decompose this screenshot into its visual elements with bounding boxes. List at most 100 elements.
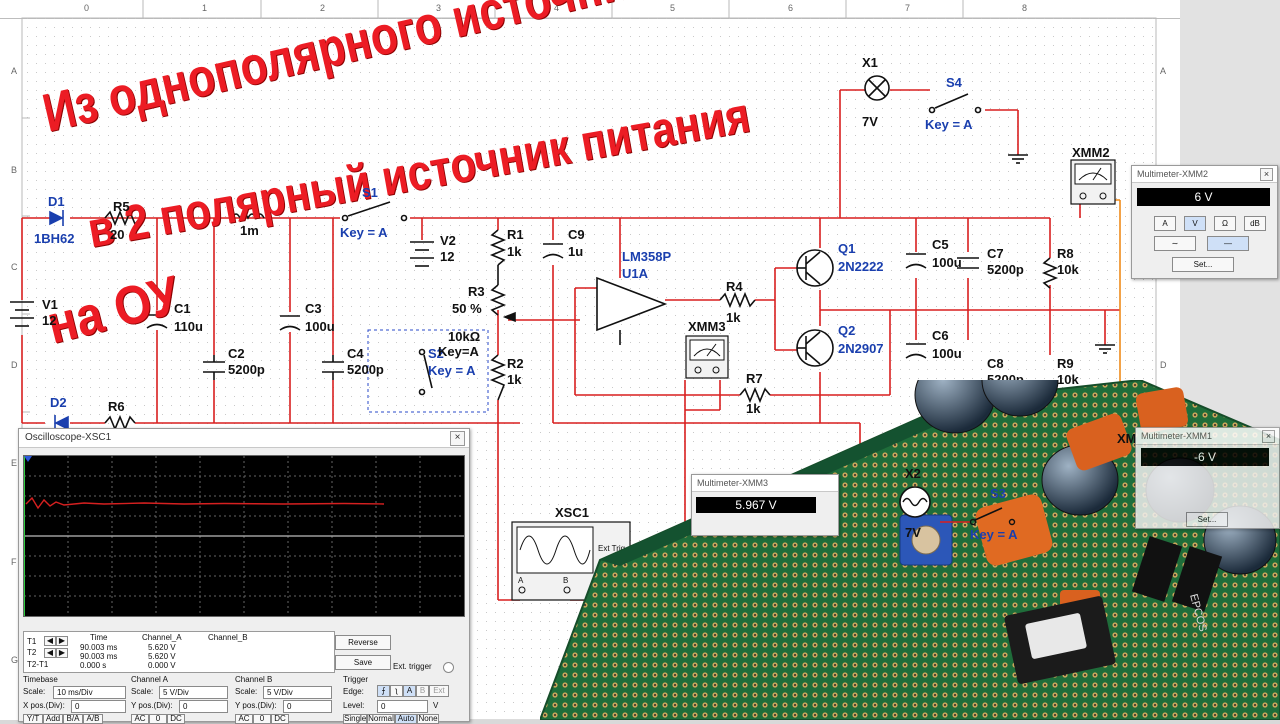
label-r8: R8 bbox=[1057, 246, 1074, 261]
save-button[interactable]: Save bbox=[335, 655, 391, 670]
label-d1-model: 1BH62 bbox=[34, 231, 75, 246]
oscilloscope-titlebar[interactable]: Oscilloscope-XSC1 × bbox=[19, 429, 469, 448]
readout-t2-time: 90.003 ms bbox=[80, 652, 118, 661]
multimeter-xmm3-window[interactable]: Multimeter-XMM3 5.967 V bbox=[691, 474, 839, 536]
channel-a-zero-button[interactable]: 0 bbox=[149, 714, 167, 724]
oscilloscope-window[interactable]: Oscilloscope-XSC1 × Time Channel_A Chann… bbox=[18, 428, 470, 724]
readout-table: Time Channel_A Channel_B T1 90.003 ms 5.… bbox=[23, 631, 335, 673]
label-c1-val: 110u bbox=[174, 319, 203, 334]
label-s2-key: Key = A bbox=[428, 363, 476, 378]
falling-edge-icon[interactable]: ʅ bbox=[390, 685, 403, 697]
readout-header-chb: Channel_B bbox=[208, 633, 248, 642]
channel-b-zero-button[interactable]: 0 bbox=[253, 714, 271, 724]
mm2-set-button[interactable]: Set... bbox=[1172, 257, 1234, 272]
label-r9: R9 bbox=[1057, 356, 1074, 371]
channel-a-ac-button[interactable]: AC bbox=[131, 714, 149, 724]
label-r3-key: Key=A bbox=[438, 344, 479, 359]
label-s1: S1 bbox=[362, 185, 378, 200]
multimeter-xmm2-title: Multimeter-XMM2 bbox=[1137, 169, 1209, 179]
label-x2: X2 bbox=[905, 466, 921, 481]
mode-ba-button[interactable]: B/A bbox=[63, 714, 83, 724]
ruler-row-d-right: D bbox=[1160, 360, 1167, 370]
mm2-ac-button[interactable]: ∼ bbox=[1154, 236, 1196, 251]
label-xsc1-a: A bbox=[518, 576, 524, 585]
t2-right-arrow-icon[interactable]: ▶ bbox=[56, 648, 68, 658]
trigger-title: Trigger bbox=[343, 675, 369, 684]
trigger-single-button[interactable]: Single bbox=[343, 714, 367, 724]
label-x2-val: 7V bbox=[905, 525, 921, 540]
channel-a-dc-button[interactable]: DC bbox=[167, 714, 185, 724]
mm2-volt-button[interactable]: V bbox=[1184, 216, 1206, 231]
multimeter-xmm3-titlebar[interactable]: Multimeter-XMM3 bbox=[692, 475, 838, 492]
label-c4: C4 bbox=[347, 346, 364, 361]
mode-add-button[interactable]: Add bbox=[43, 714, 63, 724]
t1-right-arrow-icon[interactable]: ▶ bbox=[56, 636, 68, 646]
label-xmm1: XM bbox=[1117, 431, 1137, 446]
ruler-row-c: C bbox=[11, 262, 18, 272]
readout-header-time: Time bbox=[90, 633, 108, 642]
multimeter-xmm1-window[interactable]: Multimeter-XMM1 × -6 V Set... bbox=[1135, 427, 1280, 529]
multimeter-xmm1-titlebar[interactable]: Multimeter-XMM1 × bbox=[1136, 428, 1279, 445]
label-c6: C6 bbox=[932, 328, 949, 343]
ruler-row-a: A bbox=[11, 66, 18, 76]
label-r9-val: 10k bbox=[1057, 372, 1079, 387]
label-q2: Q2 bbox=[838, 323, 856, 338]
ac-wave-icon: ∼ bbox=[1171, 239, 1179, 248]
reverse-button[interactable]: Reverse bbox=[335, 635, 391, 650]
trigger-level-field[interactable]: 0 bbox=[377, 700, 428, 713]
channel-b-dc-button[interactable]: DC bbox=[271, 714, 289, 724]
label-r5-val: 20 bbox=[110, 227, 125, 242]
label-r1: R1 bbox=[507, 227, 524, 242]
close-icon[interactable]: × bbox=[450, 431, 465, 446]
mm2-amp-button[interactable]: A bbox=[1154, 216, 1176, 231]
t1-left-arrow-icon[interactable]: ◀ bbox=[44, 636, 56, 646]
channel-a-pos-label: Y pos.(Div): bbox=[131, 701, 173, 710]
ruler-col-7: 7 bbox=[905, 3, 911, 13]
readout-t21-time: 0.000 s bbox=[80, 661, 107, 670]
ruler-col-2: 2 bbox=[320, 3, 326, 13]
multimeter-xmm2-window[interactable]: Multimeter-XMM2 × 6 V A V Ω dB ∼ — Set..… bbox=[1131, 165, 1278, 279]
label-r5: R5 bbox=[113, 199, 130, 214]
timebase-scale-field[interactable]: 10 ms/Div bbox=[53, 686, 126, 699]
channel-a-scale-field[interactable]: 5 V/Div bbox=[159, 686, 228, 699]
t2-left-arrow-icon[interactable]: ◀ bbox=[44, 648, 56, 658]
channel-b-pos-field[interactable]: 0 bbox=[283, 700, 332, 713]
oscilloscope-screen[interactable] bbox=[23, 455, 465, 617]
trigger-none-button[interactable]: None bbox=[417, 714, 439, 724]
label-c5-val: 100u bbox=[932, 255, 962, 270]
channel-a-pos-field[interactable]: 0 bbox=[179, 700, 228, 713]
mode-ab-button[interactable]: A/B bbox=[83, 714, 103, 724]
mm1-set-button[interactable]: Set... bbox=[1186, 512, 1228, 527]
oscilloscope-trace-area bbox=[23, 456, 464, 616]
mm2-ohm-button[interactable]: Ω bbox=[1214, 216, 1236, 231]
trigger-source-b-button[interactable]: B bbox=[416, 685, 429, 697]
label-u1-ref: U1A bbox=[622, 266, 649, 281]
readout-t2-a: 5.620 V bbox=[148, 652, 176, 661]
label-v2: V2 bbox=[440, 233, 456, 248]
trigger-source-ext-button[interactable]: Ext bbox=[429, 685, 449, 697]
trigger-auto-button[interactable]: Auto bbox=[395, 714, 417, 724]
ext-trigger-radio[interactable] bbox=[443, 662, 454, 673]
multimeter-xmm2-titlebar[interactable]: Multimeter-XMM2 × bbox=[1132, 166, 1277, 183]
close-icon[interactable]: × bbox=[1260, 168, 1273, 181]
label-c9-val: 1u bbox=[568, 244, 584, 259]
channel-b-scale-field[interactable]: 5 V/Div bbox=[263, 686, 332, 699]
label-x1-val: 7V bbox=[862, 114, 878, 129]
channel-b-scale-label: Scale: bbox=[235, 687, 258, 696]
mm2-dc-button[interactable]: — bbox=[1207, 236, 1249, 251]
trigger-level-label: Level: bbox=[343, 701, 365, 710]
trigger-normal-button[interactable]: Normal bbox=[367, 714, 395, 724]
channel-b-ac-button[interactable]: AC bbox=[235, 714, 253, 724]
rising-edge-icon[interactable]: ⨍ bbox=[377, 685, 390, 697]
label-c1: C1 bbox=[174, 301, 191, 316]
mm2-db-button[interactable]: dB bbox=[1244, 216, 1266, 231]
mode-yt-button[interactable]: Y/T bbox=[23, 714, 43, 724]
label-r2: R2 bbox=[507, 356, 524, 371]
timebase-pos-field[interactable]: 0 bbox=[71, 700, 126, 713]
timebase-scale-label: Scale: bbox=[23, 687, 46, 696]
multimeter-xmm2-display: 6 V bbox=[1137, 188, 1270, 206]
ruler-row-a-right: A bbox=[1160, 66, 1167, 76]
oscilloscope-title: Oscilloscope-XSC1 bbox=[25, 432, 112, 443]
trigger-source-a-button[interactable]: A bbox=[403, 685, 416, 697]
close-icon[interactable]: × bbox=[1262, 430, 1275, 443]
